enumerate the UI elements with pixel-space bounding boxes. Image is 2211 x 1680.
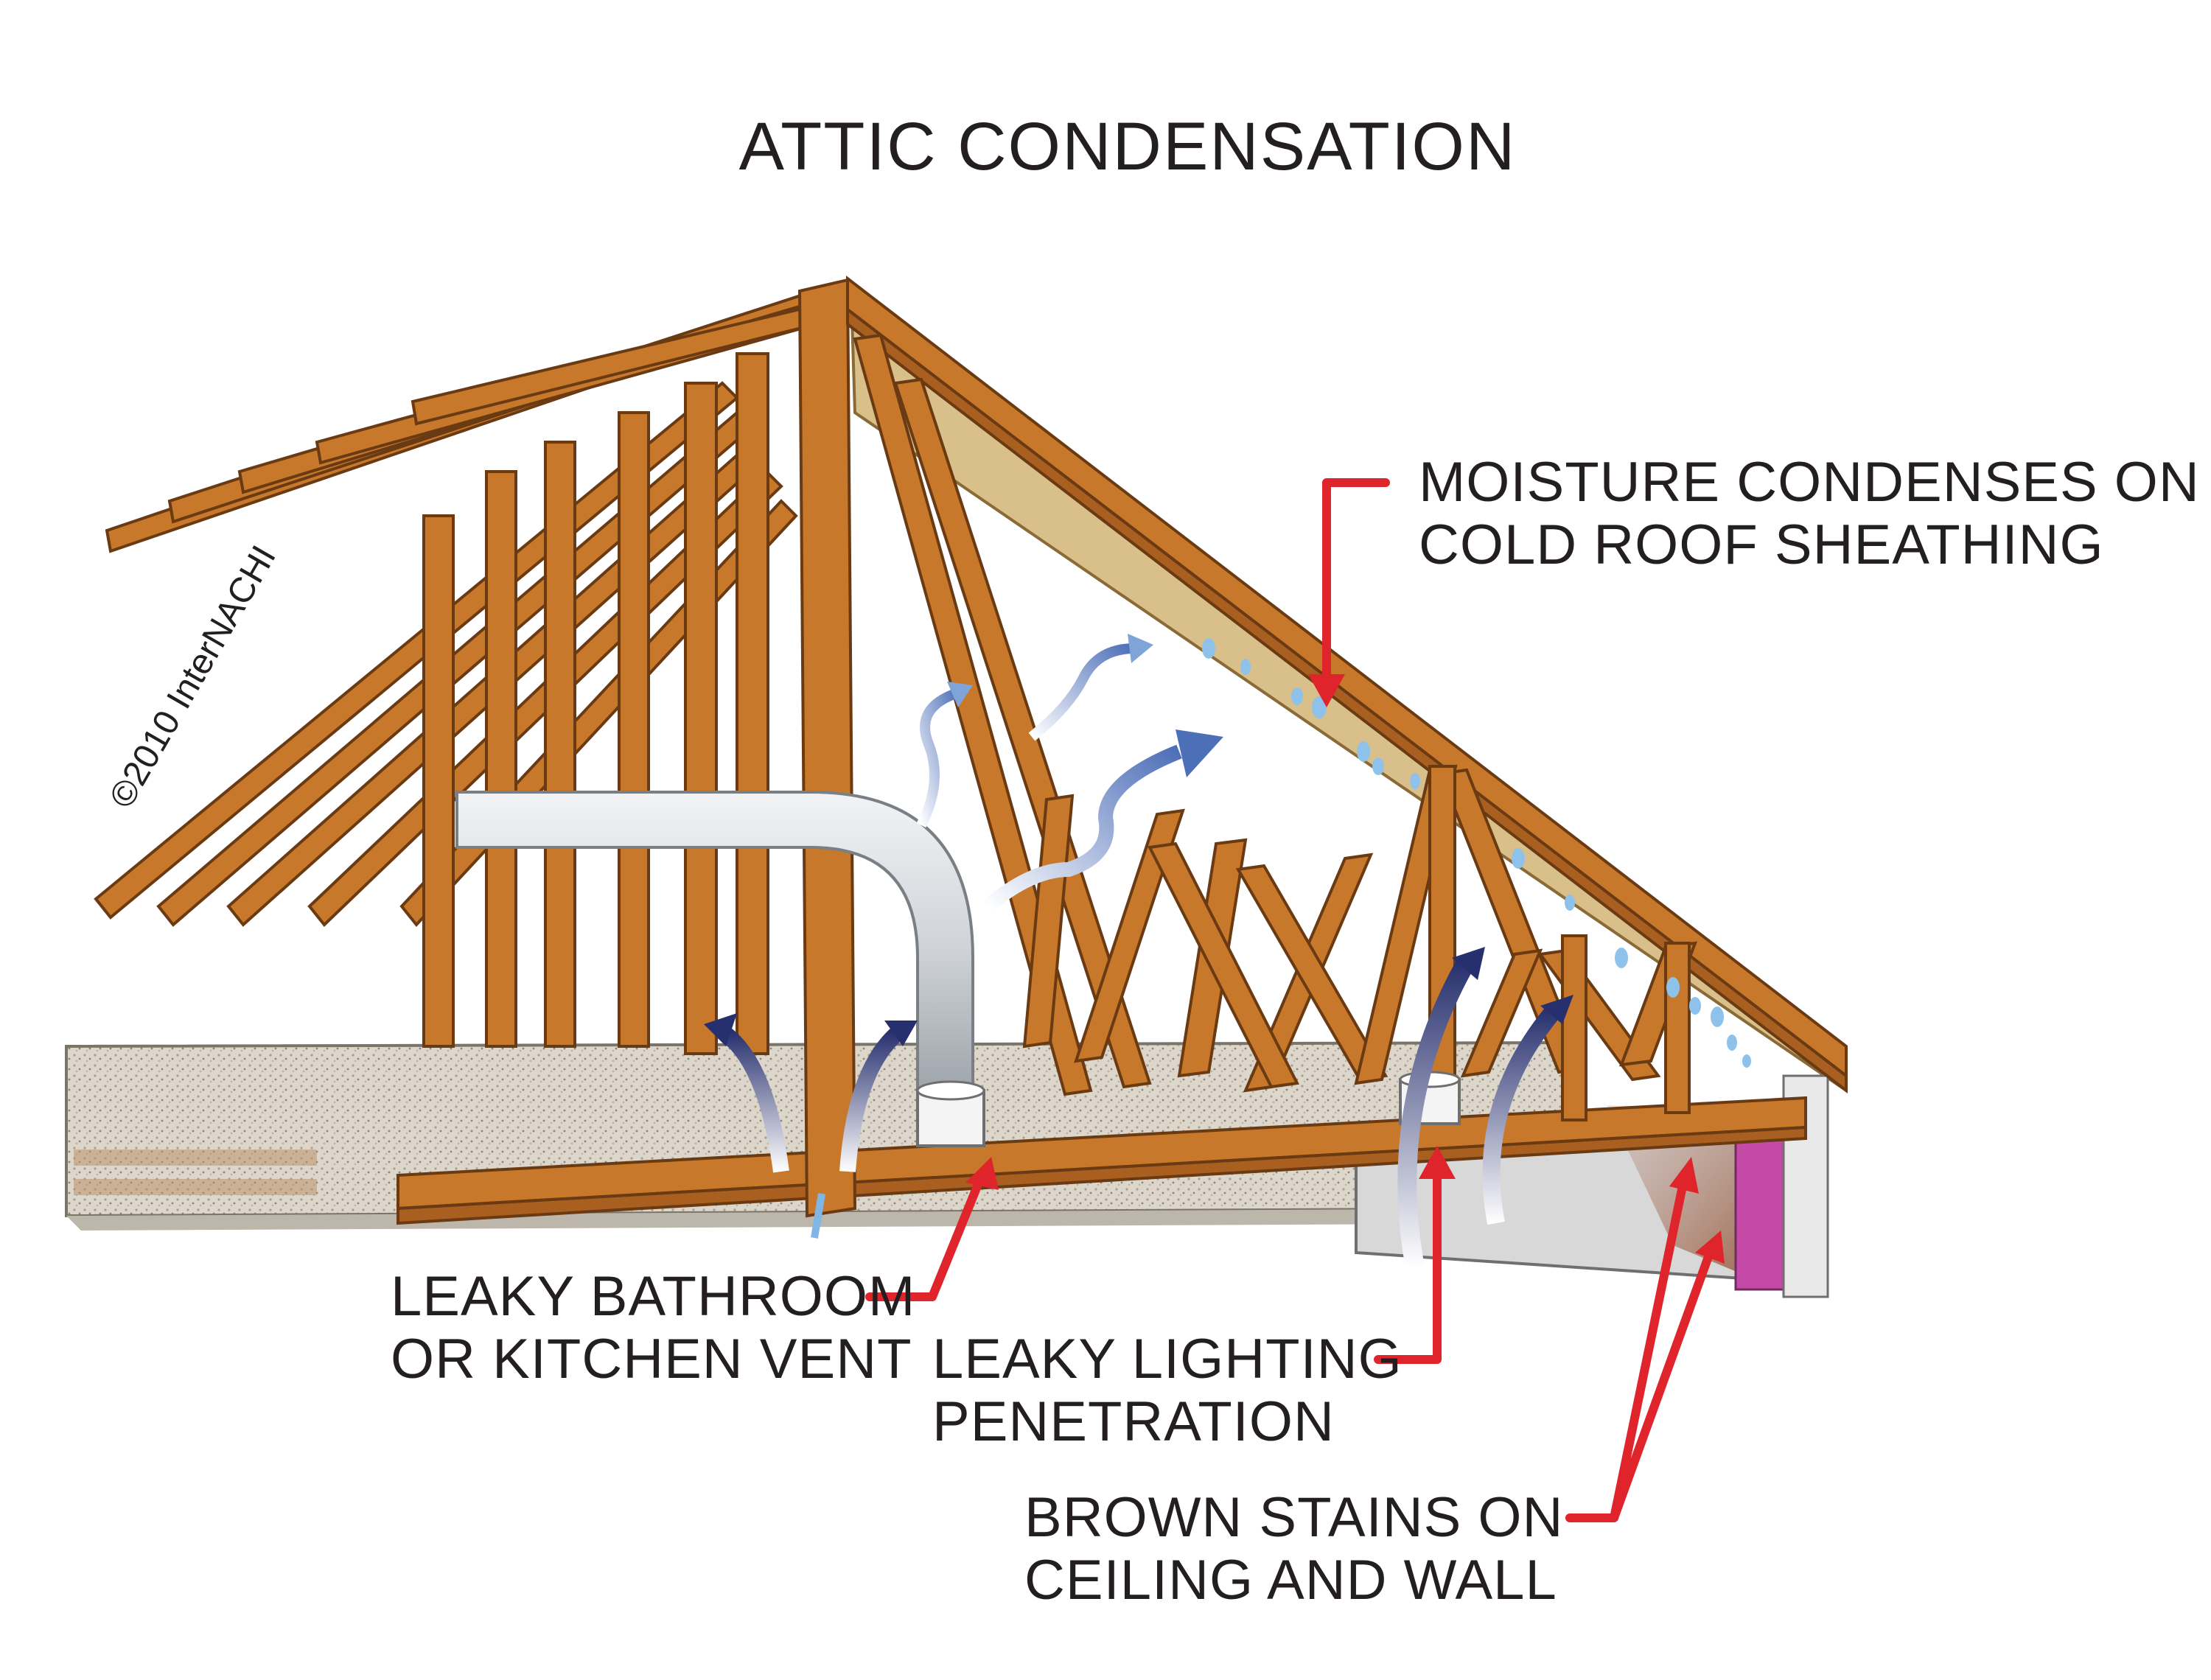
king-post [797,278,857,1218]
page-title: ATTIC CONDENSATION [739,109,1517,184]
label-lighting-line2: PENETRATION [932,1390,1335,1453]
top-chord [846,275,1848,1094]
label-stains-line1: BROWN STAINS ON [1024,1486,1563,1549]
condensation-droplets [1202,638,1751,1068]
label-vent-line1: LEAKY BATHROOM [391,1265,915,1328]
label-moisture: MOISTURE CONDENSES ON COLD ROOF SHEATHIN… [1419,451,2211,576]
bottom-chord [397,1096,1807,1225]
pointer-moisture [1308,478,1390,707]
truss-web-members [853,333,1698,1121]
label-stains-line2: CEILING AND WALL [1024,1549,1557,1611]
left-rafters [94,289,820,928]
label-lighting: LEAKY LIGHTING PENETRATION [932,1328,1419,1453]
wall-accent [1734,1133,1785,1291]
label-lighting-line1: LEAKY LIGHTING [932,1328,1403,1390]
pointer-vent [865,1157,999,1301]
label-stains: BROWN STAINS ON CEILING AND WALL [1024,1486,1580,1611]
pointer-stains [1565,1157,1725,1522]
label-moisture-line1: MOISTURE CONDENSES ON [1419,451,2200,514]
left-vertical-posts [422,352,769,1055]
label-moisture-line2: COLD ROOF SHEATHING [1419,514,2104,576]
label-vent-line2: OR KITCHEN VENT [391,1328,912,1390]
warm-air-arrows [704,947,1573,1270]
vapor-arrows [811,634,1223,1239]
label-vent: LEAKY BATHROOM OR KITCHEN VENT [391,1265,932,1390]
exhaust-duct [455,791,985,1147]
pointer-lighting [1374,1146,1456,1364]
